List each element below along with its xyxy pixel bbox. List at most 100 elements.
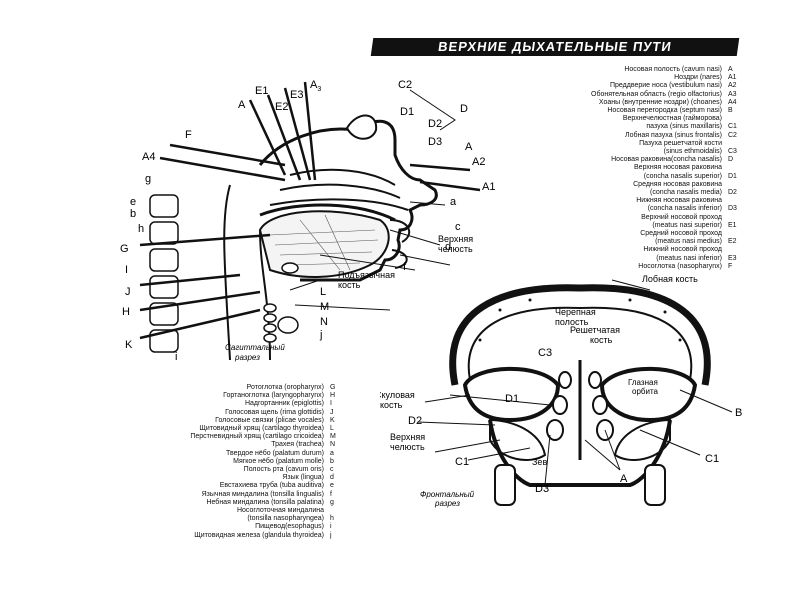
- label-I-sag: I: [125, 264, 128, 276]
- legend-key: F: [728, 262, 733, 270]
- legend-row: (concha nasalis superior) D1: [508, 173, 750, 181]
- legend-text: Верхняя носовая раковина: [634, 164, 722, 172]
- legend-text: (meatus nasi medius): [655, 238, 722, 246]
- cranial-cavity-label: Черепная полость: [555, 307, 598, 327]
- legend-key: D2: [728, 189, 737, 197]
- legend-key: G: [330, 384, 336, 391]
- label-D2-front: D2: [408, 415, 422, 427]
- orbit-line1: Глазная: [628, 378, 658, 387]
- label-b-sag: b: [130, 208, 136, 220]
- sagittal-section-diagram: A E1 E2 E3 A3 C2 D1 D2 D3 D A A2 A1 F A4…: [120, 79, 495, 363]
- legend-text: Носоглотка (nasopharynx): [638, 262, 722, 270]
- legend-row: Щитовидный хрящ (cartilago thyroidea) L: [110, 425, 352, 433]
- frontal-section-diagram: Лобная кость Черепная полость Решетчатая…: [380, 274, 742, 508]
- legend-text: Преддверие носа (vestibulum nasi): [609, 82, 722, 90]
- label-A1-sag: A1: [482, 181, 495, 193]
- legend-text: (tonsilla nasopharyngea): [247, 515, 324, 523]
- legend-row: Преддверие носа (vestibulum nasi)A2: [508, 82, 750, 90]
- label-E2-sag: E2: [275, 101, 288, 113]
- legend-key: D3: [728, 205, 737, 213]
- legend-key: e: [330, 482, 334, 490]
- legend-text: Носовая перегородка (septum nasi): [607, 107, 722, 115]
- legend-text: (concha nasalis superior): [643, 172, 722, 180]
- label-A2-sag: A2: [472, 156, 485, 168]
- legend-key: b: [330, 457, 334, 465]
- legend-text: Небная миндалина (tonsilla palatina): [206, 498, 324, 506]
- legend-key: E3: [728, 254, 737, 262]
- legend-row: Евстахиева труба (tuba auditiva) e: [110, 482, 352, 490]
- upper-jaw-label-front: Верхняя челюсть: [390, 432, 428, 452]
- legend-row: Обонятельная область (regio olfactorius)…: [508, 91, 750, 99]
- legend-text: Ротоглотка (oropharynx): [246, 384, 324, 391]
- legend-row: пазуха (sinus maxillaris)C1: [508, 123, 750, 131]
- label-L-sag: L: [320, 286, 326, 298]
- legend-key: A1: [728, 74, 737, 82]
- legend-key: [722, 164, 750, 172]
- legend-row: Трахея (trachea)N: [110, 441, 352, 449]
- legend-key: A4: [728, 98, 737, 106]
- legend-text: Щитовидный хрящ (cartilago thyroidea): [199, 425, 324, 433]
- legend-key: j: [330, 531, 332, 539]
- frontal-caption-line2: разрез: [434, 499, 460, 508]
- cranial-cavity-line1: Черепная: [555, 307, 596, 317]
- legend-key: f: [330, 490, 332, 498]
- zygomatic-label: Скуловая кость: [380, 390, 417, 410]
- legend-row: Средняя носовая раковина: [508, 181, 750, 189]
- upper-jaw-label-sag-line2: челюсть: [438, 244, 473, 254]
- zygomatic-line1: Скуловая: [380, 390, 415, 400]
- legend-text: Нижний носовой проход: [643, 246, 722, 254]
- legend-row: Небная миндалина (tonsilla palatina)g: [110, 499, 352, 507]
- legend-row: (meatus nasi medius) E2: [508, 238, 750, 246]
- legend-row: Лобная пазуха (sinus frontalis)C2: [508, 132, 750, 140]
- legend-key: L: [330, 425, 334, 433]
- legend-row: Голосовые связки (plicae vocales)K: [110, 417, 352, 425]
- ethmoid-line1: Решетчатая: [570, 325, 620, 335]
- legend-row: Твердое нёбо (palatum durum)a: [110, 450, 352, 458]
- label-H-sag: H: [122, 306, 130, 318]
- label-D-sag: D: [460, 103, 468, 115]
- label-B-front: B: [735, 407, 742, 419]
- upper-jaw-label-sag-line1: Верхняя: [438, 234, 473, 244]
- label-G-sag: G: [120, 243, 129, 255]
- label-M-sag: M: [320, 301, 329, 313]
- legend-row: Полость рта (cavum oris)c: [110, 466, 352, 474]
- label-j-sag: j: [319, 329, 322, 341]
- legend-row: Верхнечелюстная (гайморова): [508, 115, 750, 123]
- legend-key: H: [330, 392, 336, 400]
- upper-jaw-label-sag: Верхняя челюсть: [438, 234, 476, 254]
- hyoid-label-line2: кость: [338, 280, 361, 290]
- label-f-sag: f: [403, 261, 407, 273]
- frontal-caption-line1: Фронтальный: [420, 490, 475, 499]
- orbit-line2: орбита: [632, 387, 659, 396]
- label-i-sag: i: [175, 351, 177, 363]
- label-E1-sag: E1: [255, 85, 268, 97]
- legend-text: Евстахиева труба (tuba auditiva): [219, 482, 324, 490]
- legend-key: D1: [728, 172, 737, 180]
- legend-row: Носовая раковина(concha nasalis)D: [508, 156, 750, 164]
- label-c-sag: c: [455, 221, 461, 233]
- legend-row: Гортаноглотка (laryngopharynx)H: [110, 392, 352, 400]
- legend-key: I: [330, 400, 332, 408]
- legend-key: E2: [728, 238, 737, 246]
- legend-key: [722, 140, 750, 148]
- legend-row: Пищевод(esophagus)i: [110, 523, 352, 531]
- label-A-sag-2: A: [465, 141, 473, 153]
- legend-row: (tonsilla nasopharyngea)h: [110, 515, 352, 523]
- legend-text: Щитовидная железа (glandula thyroidea): [194, 531, 324, 539]
- upper-jaw-front-line2: челюсть: [390, 442, 425, 452]
- label-J-sag: J: [125, 286, 131, 298]
- page-title: ВЕРХНИЕ ДЫХАТЕЛЬНЫЕ ПУТИ: [370, 38, 740, 56]
- legend-row: Голосовая щель (rima glottidis)J: [110, 409, 352, 417]
- legend-text: Полость рта (cavum oris): [243, 466, 324, 474]
- legend-text: Пазуха решетчатой кости: [639, 139, 722, 147]
- legend-text: Твердое нёбо (palatum durum): [225, 449, 324, 457]
- label-A-front: A: [620, 473, 628, 485]
- hyoid-label-line1: Подъязычная: [338, 270, 395, 280]
- ethmoid-label: Решетчатая кость: [570, 325, 623, 345]
- legend-row: Нижняя носовая раковина: [508, 197, 750, 205]
- legend-text: Трахея (trachea): [271, 441, 324, 449]
- legend-row: Носовая перегородка (septum nasi)B: [508, 107, 750, 115]
- label-D3-front: D3: [535, 483, 549, 495]
- legend-text: Язычная миндалина (tonsilla lingualis): [201, 490, 324, 498]
- legend-key: d: [330, 474, 334, 482]
